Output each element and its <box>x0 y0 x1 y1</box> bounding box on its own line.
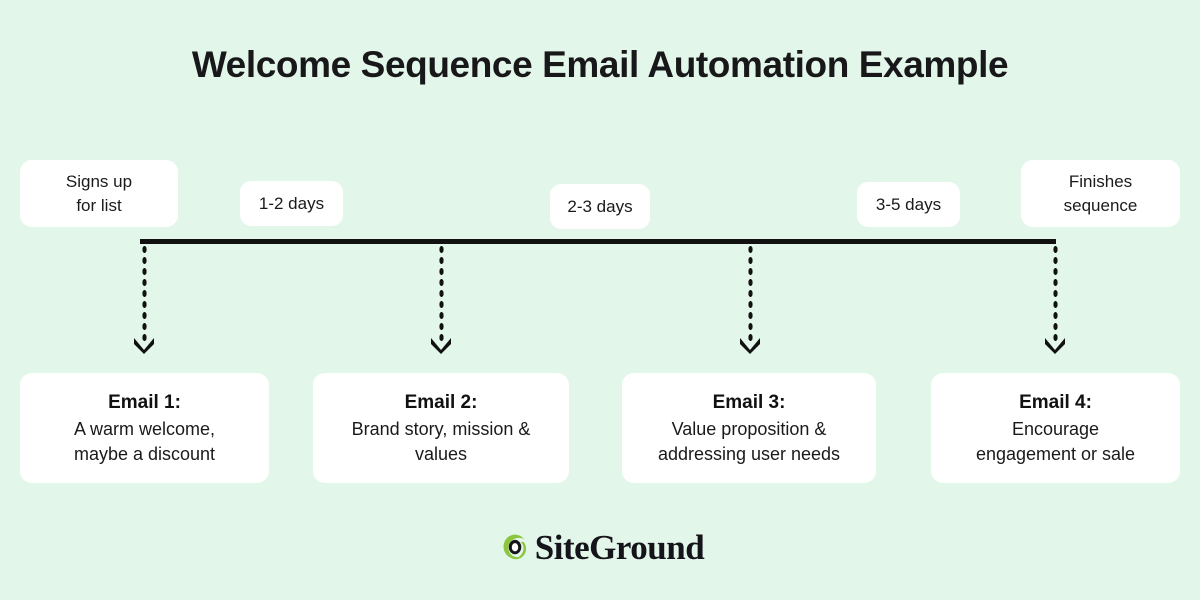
timeline-axis-line <box>140 239 1056 244</box>
siteground-spiral-icon <box>496 529 534 567</box>
email-card-4-desc-line1: Encourage <box>1011 418 1100 439</box>
timeline-end-label-line2: sequence <box>1063 195 1138 215</box>
connector-dotted-line-3 <box>747 244 754 344</box>
email-card-2-desc-line2: values <box>414 443 468 464</box>
timeline-start-label: Signs up for list <box>20 160 178 227</box>
email-card-2-title: Email 2: <box>404 391 478 413</box>
connector-dotted-line-1 <box>141 244 148 344</box>
siteground-logo: SiteGround <box>0 528 1200 568</box>
email-card-1: Email 1: A warm welcome, maybe a discoun… <box>20 373 269 483</box>
connector-arrow-1 <box>133 336 155 354</box>
email-card-4: Email 4: Encourage engagement or sale <box>931 373 1180 483</box>
connector-arrow-3 <box>739 336 761 354</box>
email-card-2-desc-line1: Brand story, mission & <box>351 418 531 439</box>
email-card-2: Email 2: Brand story, mission & values <box>313 373 569 483</box>
email-card-1-desc-line1: A warm welcome, <box>73 418 216 439</box>
email-card-4-title: Email 4: <box>1019 391 1092 413</box>
delay-chip-3: 3-5 days <box>857 182 960 227</box>
timeline-end-label-line1: Finishes <box>1068 171 1133 191</box>
email-card-3: Email 3: Value proposition & addressing … <box>622 373 876 483</box>
connector-arrow-4 <box>1044 336 1066 354</box>
email-card-4-desc-line2: engagement or sale <box>975 443 1136 464</box>
delay-chip-1: 1-2 days <box>240 181 343 226</box>
email-card-3-desc-line2: addressing user needs <box>657 443 841 464</box>
page-title: Welcome Sequence Email Automation Exampl… <box>191 44 1009 85</box>
connector-dotted-line-4 <box>1052 244 1059 344</box>
email-card-3-title: Email 3: <box>712 391 786 413</box>
timeline-start-label-line2: for list <box>76 195 122 215</box>
delay-chip-2: 2-3 days <box>550 184 650 229</box>
email-card-3-desc-line1: Value proposition & <box>671 418 827 439</box>
timeline-end-label: Finishes sequence <box>1021 160 1180 227</box>
email-card-1-title: Email 1: <box>108 391 181 413</box>
connector-arrow-2 <box>430 336 452 354</box>
email-card-1-desc-line2: maybe a discount <box>73 443 216 464</box>
connector-dotted-line-2 <box>438 244 445 344</box>
timeline-start-label-line1: Signs up <box>65 171 133 191</box>
siteground-wordmark: SiteGround <box>534 528 705 567</box>
